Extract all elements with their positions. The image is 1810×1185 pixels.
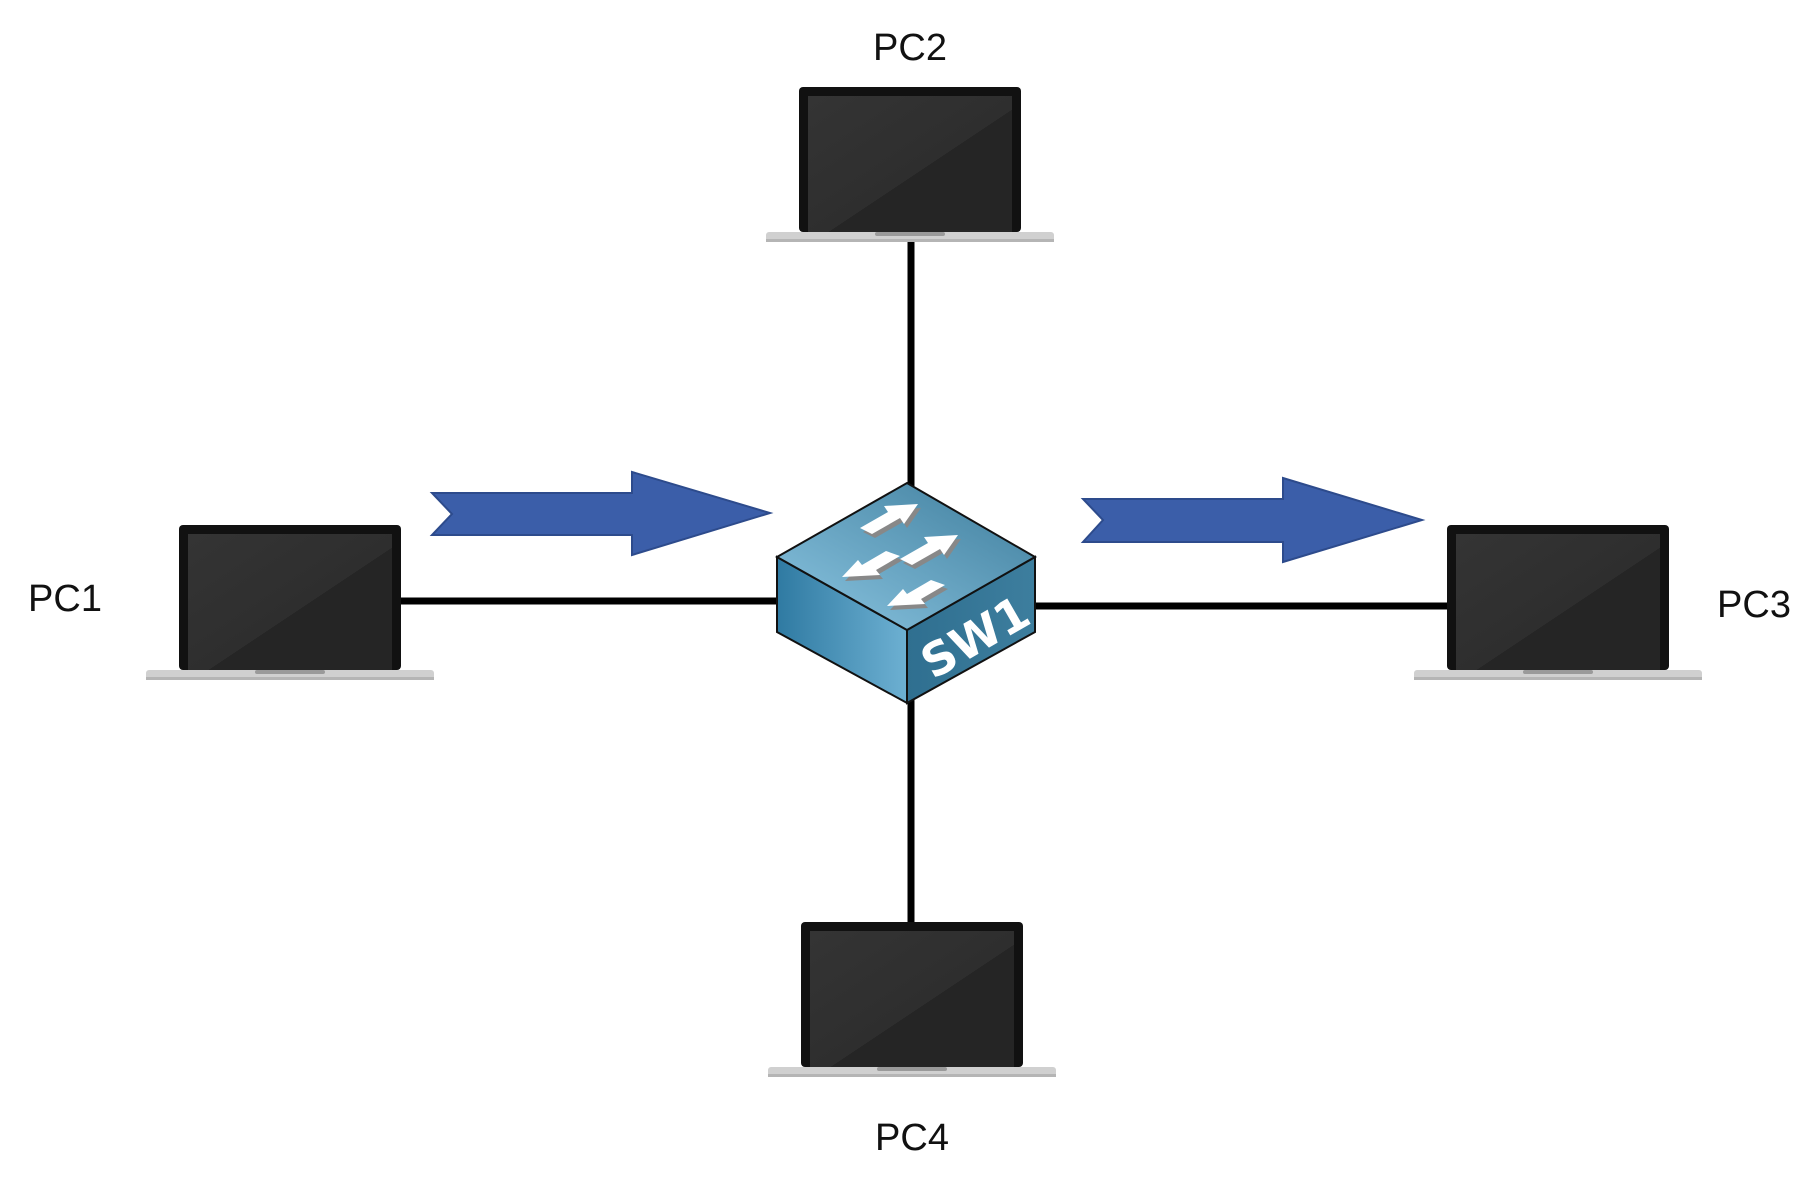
pc1-laptop-icon[interactable]	[146, 525, 434, 680]
pc3-label: PC3	[1717, 584, 1791, 626]
pc4-label: PC4	[875, 1117, 949, 1159]
pc4-laptop-icon[interactable]	[768, 922, 1056, 1077]
pc2-label: PC2	[873, 27, 947, 69]
sw1-switch-icon[interactable]: SW1	[774, 481, 1039, 705]
traffic-arrow-pc1-to-sw1	[429, 470, 774, 557]
pc3-laptop-icon[interactable]	[1414, 525, 1702, 680]
traffic-arrow-sw1-to-pc3	[1080, 476, 1426, 564]
pc2-laptop-icon[interactable]	[766, 87, 1054, 242]
switching-arrows-icon	[842, 504, 961, 610]
pc1-label: PC1	[28, 578, 102, 620]
